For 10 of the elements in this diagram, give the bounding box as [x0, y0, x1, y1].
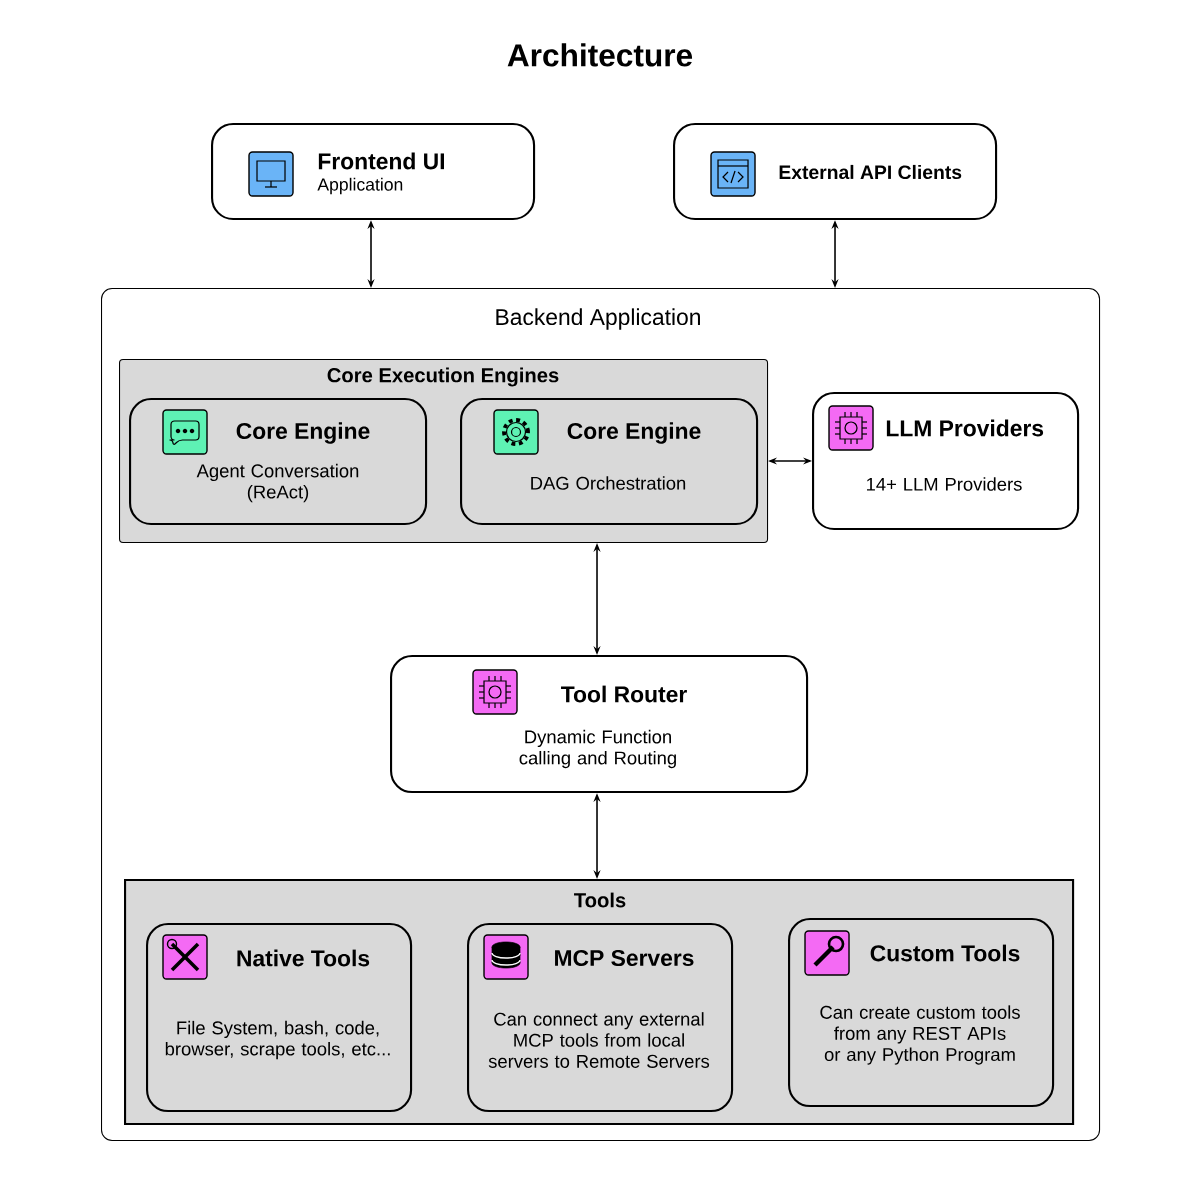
process-box: Custom Tools Can create custom tools from any REST APIs or any Python Program — [788, 918, 1055, 1108]
process-box: External API Clients — [673, 123, 998, 221]
process-box: LLM Providers 14+ LLM Providers — [812, 392, 1080, 531]
process-box: Frontend UI Application — [211, 123, 536, 221]
process-box: MCP Servers Can connect any external MCP tools from local servers to Remote Servers — [467, 923, 734, 1113]
process-box: Native Tools File System, bash, code, browser, scrape tools, etc... — [146, 923, 413, 1113]
diagram-title: Architecture — [507, 43, 693, 67]
process-box: Tool Router Dynamic Function calling and Routing — [390, 655, 809, 794]
process-box: Core Engine DAG Orchestration — [460, 398, 759, 526]
process-box: Core Engine Agent Conversation (ReAct) — [129, 398, 428, 526]
